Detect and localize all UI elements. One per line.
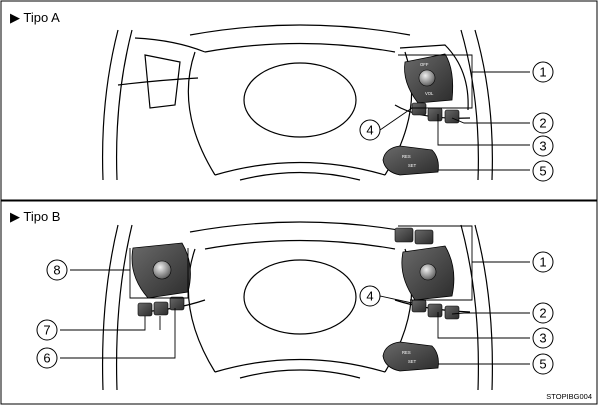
callout-1-b: 1 [532, 251, 554, 273]
svg-text:3: 3 [539, 139, 546, 154]
callout-1-a: 1 [532, 61, 554, 83]
svg-text:1: 1 [539, 65, 546, 80]
callout-4-a: 4 [359, 119, 381, 141]
svg-text:8: 8 [53, 263, 60, 278]
steering-wheel-b [101, 221, 493, 391]
svg-text:6: 6 [43, 351, 50, 366]
section-title-a: ▶ Tipo A [10, 10, 60, 25]
phone-buttons-b [411, 299, 460, 320]
figure-code: STOPIBG004 [546, 392, 592, 401]
svg-text:RES: RES [402, 154, 411, 159]
svg-text:OFF: OFF [420, 62, 429, 67]
callout-2-a: 2 [532, 112, 554, 134]
leader-lines-a [379, 54, 530, 171]
section-tipo-a: ▶ Tipo A [10, 10, 554, 182]
mode-center-button-a [418, 69, 436, 87]
audio-switch-cluster-b [394, 227, 455, 301]
svg-text:SET: SET [408, 163, 417, 168]
cruise-lever-a: RES SET [382, 145, 439, 176]
svg-text:RES: RES [402, 350, 411, 355]
callout-5-b: 5 [532, 353, 554, 375]
callout-6-b: 6 [36, 347, 58, 369]
audio-switch-cluster-a: OFF VOL [404, 53, 454, 104]
svg-text:3: 3 [539, 331, 546, 346]
leader-lines-b [60, 225, 530, 365]
svg-text:VOL: VOL [425, 91, 434, 96]
callout-5-a: 5 [532, 160, 554, 182]
callout-8-b: 8 [46, 259, 68, 281]
mode-center-button-b [419, 263, 437, 281]
svg-text:7: 7 [43, 323, 50, 338]
section-tipo-b: ▶ Tipo B [10, 209, 592, 401]
callout-3-b: 3 [532, 327, 554, 349]
svg-text:2: 2 [539, 116, 546, 131]
svg-text:5: 5 [539, 164, 546, 179]
left-switch-cluster-b [131, 242, 191, 317]
svg-text:SET: SET [408, 359, 417, 364]
svg-text:1: 1 [539, 255, 546, 270]
svg-text:5: 5 [539, 357, 546, 372]
callout-4-b: 4 [359, 285, 381, 307]
callout-3-a: 3 [532, 135, 554, 157]
cruise-lever-b: RES SET [382, 341, 439, 372]
phone-buttons-a [411, 102, 460, 124]
section-title-b: ▶ Tipo B [10, 209, 60, 224]
horn-pad-a [243, 62, 357, 138]
svg-text:4: 4 [366, 289, 373, 304]
callout-7-b: 7 [36, 319, 58, 341]
svg-text:4: 4 [366, 123, 373, 138]
callout-2-b: 2 [532, 302, 554, 324]
svg-text:2: 2 [539, 306, 546, 321]
left-center-button-b [152, 260, 172, 280]
horn-pad-b [243, 259, 357, 335]
